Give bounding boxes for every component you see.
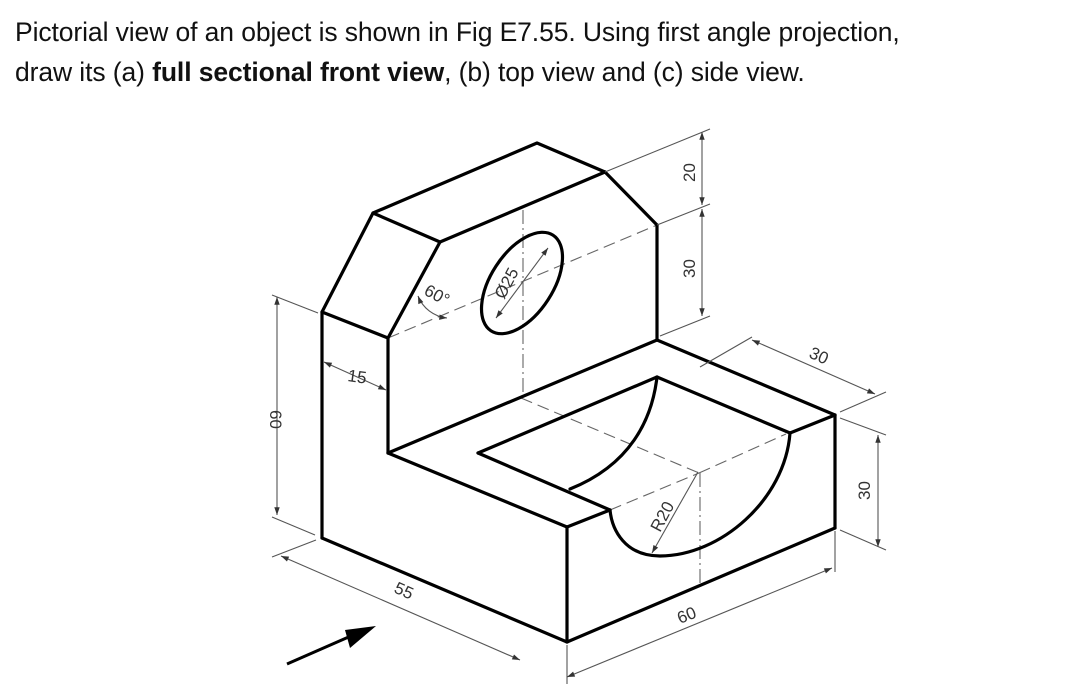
dimension-lines (271, 128, 887, 684)
question-line-2: draw its (a) full sectional front view, … (15, 52, 900, 92)
dim-groove-radius: R20 (647, 498, 678, 534)
object-outline (320, 141, 837, 644)
dim-height-total: 60 (266, 410, 285, 429)
question-text-part: draw its (a) (15, 57, 153, 87)
dim-chamfer-angle: 60° (421, 281, 453, 310)
arrow-icon (286, 626, 376, 666)
dim-hole-height: 30 (680, 259, 699, 278)
dim-base-height: 30 (855, 481, 874, 500)
dim-upright-thickness: 15 (346, 366, 367, 387)
dim-base-depth: 30 (806, 343, 831, 368)
question-text-part: , (b) top view and (c) side view. (444, 57, 805, 87)
center-lines (387, 210, 787, 584)
question-line-1: Pictorial view of an object is shown in … (15, 17, 900, 47)
dim-length-left: 55 (391, 578, 416, 603)
question-text: Pictorial view of an object is shown in … (15, 12, 900, 92)
dim-hole-diameter: Ø25 (491, 265, 523, 302)
dim-top-height: 20 (680, 163, 699, 182)
question-emphasis: full sectional front view (152, 57, 445, 87)
